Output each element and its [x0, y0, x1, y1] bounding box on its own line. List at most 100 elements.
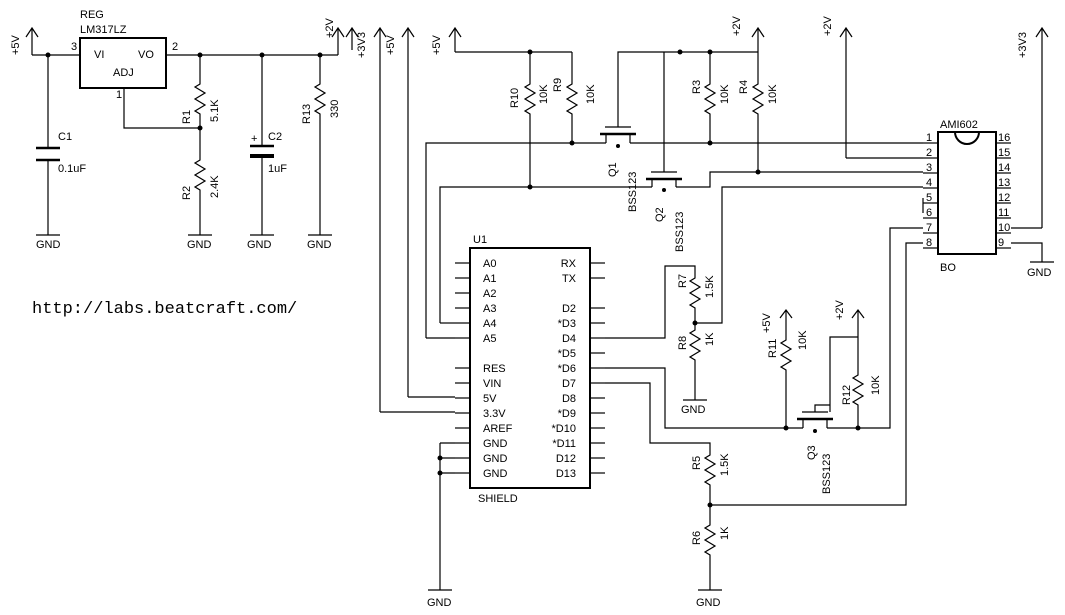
shield-right-pin-label: D13 — [556, 468, 576, 480]
r12-ref: R12 — [841, 385, 853, 405]
r3-value: 10K — [719, 84, 731, 104]
shield-right-pin-label: *D10 — [552, 423, 576, 435]
r8-value: 1K — [704, 332, 716, 346]
r11-ref: R11 — [767, 339, 779, 358]
label-plus5v-left: +5V — [10, 34, 22, 55]
label-plus2v-r12: +2V — [834, 299, 846, 320]
r1-value: 5.1K — [209, 99, 221, 122]
ami-left-pin-number: 1 — [926, 132, 932, 144]
regulator-ref: REG — [80, 9, 104, 21]
r5-value: 1.5K — [719, 453, 731, 476]
shield-left-pin-label: GND — [483, 438, 508, 450]
gnd-r13: GND — [307, 239, 332, 251]
shield-left-pin-label: VIN — [483, 378, 501, 390]
label-plus2v-reg: +2V — [324, 17, 336, 38]
shield-right-pin-label: RX — [561, 258, 577, 270]
r1-ref: R1 — [181, 110, 193, 124]
website-url[interactable]: http://labs.beatcraft.com/ — [32, 300, 298, 319]
r5-ref: R5 — [691, 456, 703, 470]
gnd-r6: GND — [696, 597, 721, 609]
r7-value: 1.5K — [704, 275, 716, 298]
label-plus5v-r11: +5V — [761, 312, 773, 333]
regulator-section: REG LM317LZ VI VO ADJ 3 2 1 C1 0.1uF GND… — [32, 9, 341, 251]
shield-left-pin-label: AREF — [483, 423, 513, 435]
c1-value: 0.1uF — [58, 163, 86, 175]
c2-plus: + — [251, 133, 257, 145]
ami-left-pin-number: 4 — [926, 177, 932, 189]
q3-part: BSS123 — [821, 454, 833, 494]
shield-left-pin-label: 5V — [483, 393, 497, 405]
shield-left-pin-label: A5 — [483, 333, 496, 345]
ami-right-pin-number: 12 — [998, 192, 1010, 204]
shield-right-pin-label: D7 — [562, 378, 576, 390]
r10-value: 10K — [538, 84, 550, 104]
shield-left-pin-label: A0 — [483, 258, 496, 270]
regulator-pin-vo: VO — [138, 49, 154, 61]
ami-left-pin-number: 5 — [926, 192, 932, 204]
level-shifter-q3: R11 10K R12 10K Q3 BSS123 — [605, 227, 923, 494]
c1-ref: C1 — [58, 131, 72, 143]
r9-value: 10K — [585, 84, 597, 104]
regulator-pin-vi: VI — [94, 49, 104, 61]
level-shifter-section: R10 10K R9 10K R3 10K R4 10K Q1 BSS123 — [425, 49, 923, 338]
ami-right-pin-number: 13 — [998, 177, 1010, 189]
power-arrows: +5V +2V +3V3 +5V +5V +2V +2V +3V3 +5V +2… — [10, 15, 1049, 412]
ami-right-pin-number: 11 — [998, 207, 1009, 219]
label-plus2v-b: +2V — [731, 15, 743, 36]
shield-right-pin-label: D8 — [562, 393, 576, 405]
gnd-r2: GND — [187, 239, 212, 251]
r7-ref: R7 — [677, 274, 689, 288]
shield-right-pin-label: *D5 — [558, 348, 576, 360]
shield-right-pin-label: *D9 — [558, 408, 576, 420]
regulator-pin3: 3 — [71, 41, 77, 53]
q2-ref: Q2 — [654, 207, 666, 222]
shield-right-pin-label: D12 — [556, 453, 576, 465]
shield-left-pin-label: A1 — [483, 273, 496, 285]
r6-value: 1K — [719, 526, 731, 540]
shield-left-pin-label: GND — [483, 468, 508, 480]
r11-value: 10K — [797, 330, 809, 350]
r13-ref: R13 — [301, 104, 313, 124]
regulator-pin1: 1 — [116, 89, 122, 101]
label-plus3v3-reg: +3V3 — [356, 32, 368, 58]
q3-ref: Q3 — [806, 445, 818, 460]
r10-ref: R10 — [509, 88, 521, 108]
ami-left-pin-number: 6 — [926, 207, 932, 219]
shield-right-pin-label: D2 — [562, 303, 576, 315]
regulator-pin-adj: ADJ — [113, 67, 134, 79]
c2-value: 1uF — [268, 163, 287, 175]
c2-ref: C2 — [268, 131, 282, 143]
r2-ref: R2 — [181, 186, 193, 200]
u1-ref: U1 — [473, 234, 487, 246]
label-plus2v-ami: +2V — [822, 15, 834, 36]
shield-left-pin-label: GND — [483, 453, 508, 465]
u1-name: SHIELD — [478, 493, 518, 505]
ami-sub: BO — [940, 262, 956, 274]
shield-right-pin-label: TX — [562, 273, 577, 285]
regulator-pin2: 2 — [172, 41, 178, 53]
gnd-c1: GND — [36, 239, 61, 251]
shield-right-pin-label: *D6 — [558, 363, 576, 375]
shield-right-pin-label: D4 — [562, 333, 576, 345]
divider-r7-r8: R7 1.5K R8 1K GND — [605, 186, 923, 416]
q1-ref: Q1 — [607, 162, 619, 177]
regulator-body — [79, 37, 167, 89]
label-plus5v-b: +5V — [431, 34, 443, 55]
r2-value: 2.4K — [209, 175, 221, 198]
gnd-c2: GND — [247, 239, 272, 251]
q1-part: BSS123 — [627, 172, 639, 212]
regulator-part: LM317LZ — [80, 24, 127, 36]
ami-right-pin-number: 10 — [998, 222, 1010, 234]
ami-right-pin-number: 14 — [998, 162, 1010, 174]
shield-u1: U1 SHIELD A0A1A2A3A4A5RESVIN5V3.3VAREFGN… — [380, 234, 605, 609]
r9-ref: R9 — [552, 78, 564, 92]
ami-right-pin-number: 15 — [998, 147, 1010, 159]
divider-r5-r6: R5 1.5K R6 1K GND — [605, 242, 923, 609]
r13-value: 330 — [329, 100, 341, 118]
r8-ref: R8 — [677, 336, 689, 350]
